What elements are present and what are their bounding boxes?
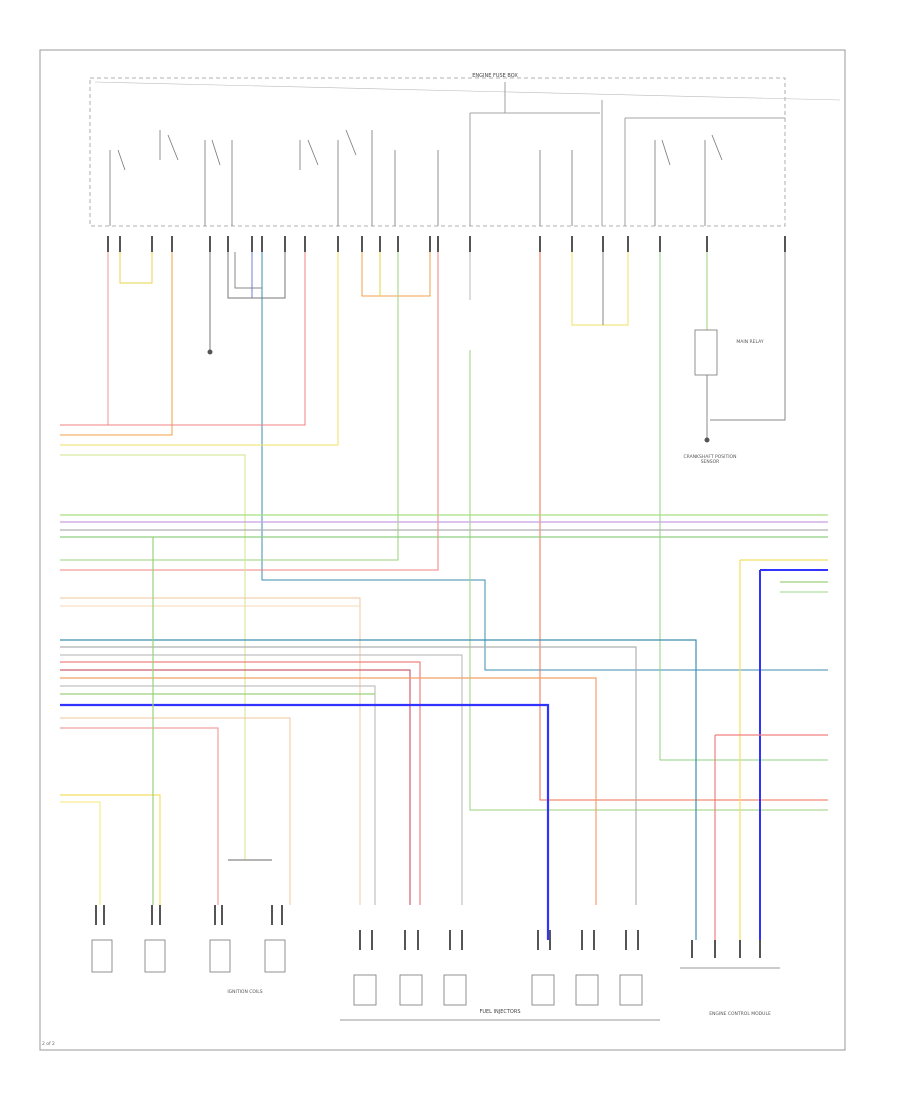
fuse-box-label: ENGINE FUSE BOX — [472, 73, 518, 79]
main-relay — [694, 329, 718, 376]
vertical-wires — [60, 252, 828, 811]
ground-symbol — [207, 349, 710, 443]
harness-wires — [60, 454, 828, 940]
main-relay-label: MAIN RELAY — [736, 340, 764, 345]
diagram-frame — [39, 49, 846, 1051]
page-footer: 2 of 2 — [42, 1042, 55, 1047]
ignition-coil-4 — [264, 939, 286, 973]
crank-sensor-label: CRANKSHAFT POSITION SENSOR — [683, 455, 737, 465]
fuel-injectors-label: FUEL INJECTORS — [479, 1009, 521, 1015]
internal-switches — [109, 129, 723, 226]
fuel-injector-3 — [443, 974, 467, 1006]
ignition-coil-2 — [144, 939, 166, 973]
fuel-injector-4 — [531, 974, 555, 1006]
ecm-label: ENGINE CONTROL MODULE — [709, 1012, 771, 1017]
fuel-injector-5 — [575, 974, 599, 1006]
fuel-injector-6 — [619, 974, 643, 1006]
ignition-coil-1 — [91, 939, 113, 973]
connector-row-bottom — [95, 905, 761, 958]
bottom-components — [91, 939, 780, 1021]
connector-row-top — [107, 236, 786, 252]
ignition-coils-label: IGNITION COILS — [227, 990, 263, 995]
fuel-injector-2 — [399, 974, 423, 1006]
control-unit-box — [89, 77, 786, 227]
ignition-coil-3 — [209, 939, 231, 973]
fuel-injector-1 — [353, 974, 377, 1006]
